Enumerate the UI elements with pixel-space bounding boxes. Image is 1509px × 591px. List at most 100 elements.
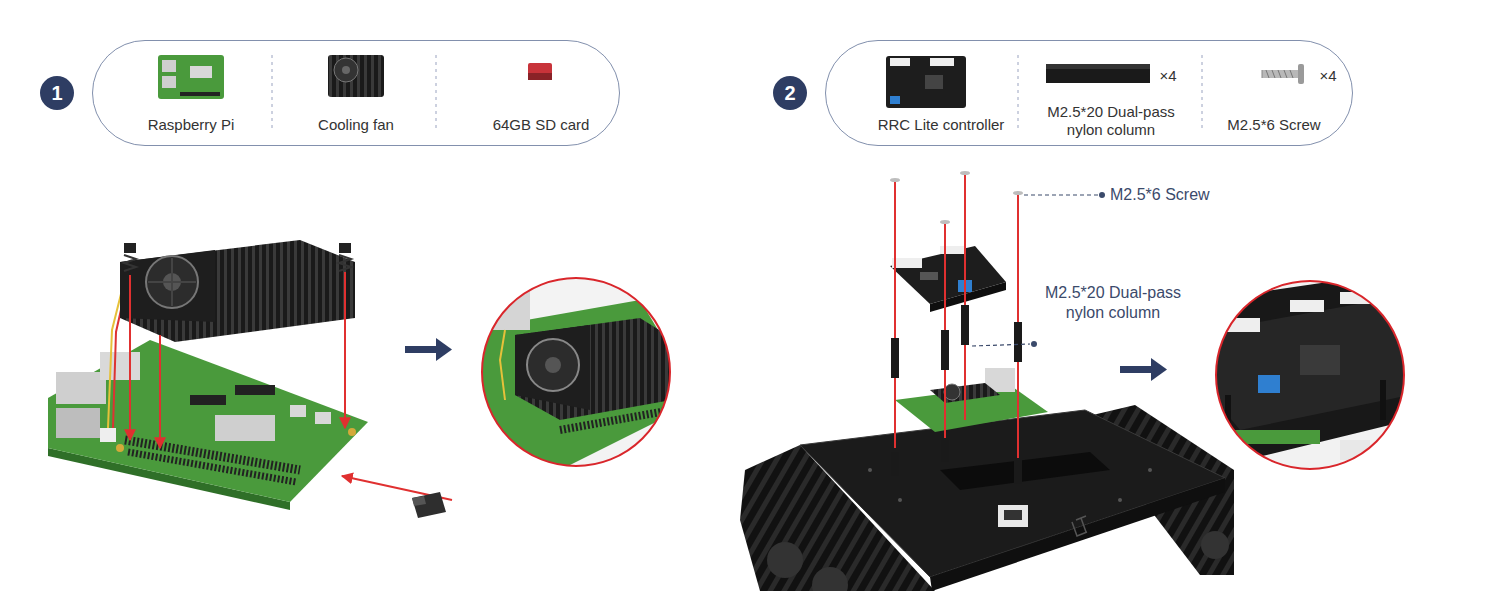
part-icons-step1 xyxy=(158,55,224,99)
part-icons-step1 xyxy=(180,92,220,96)
tank-chassis xyxy=(998,505,1028,527)
zoom-detail xyxy=(527,339,579,391)
cooling-fan xyxy=(339,243,351,253)
tank-chassis xyxy=(767,542,803,578)
tank-chassis xyxy=(1148,468,1152,472)
part-icons-step1 xyxy=(342,66,350,74)
next-arrow xyxy=(436,338,452,361)
raspberry-pi-board xyxy=(348,428,356,436)
tank-chassis xyxy=(1004,510,1022,520)
zoom-detail xyxy=(515,318,672,420)
part-icons-step2 xyxy=(925,75,943,89)
zoom-detail xyxy=(1205,270,1410,472)
raspberry-pi-board xyxy=(315,412,331,424)
part-icons-step1 xyxy=(334,58,358,82)
rrc-lite-controller xyxy=(920,272,938,280)
tank-chassis xyxy=(868,468,872,472)
step-number: 2 xyxy=(784,82,795,104)
nylon-columns xyxy=(941,440,949,462)
tank-chassis xyxy=(1072,516,1087,536)
part-icons-step2 xyxy=(1202,55,1203,130)
part-icons-step2 xyxy=(1046,64,1150,69)
zoom-detail xyxy=(1258,375,1280,393)
part-name: Raspberry Pi xyxy=(148,116,235,134)
callout-leaders xyxy=(972,192,1105,347)
quantity: ×4 xyxy=(1319,67,1336,85)
raspberry-pi-board xyxy=(128,452,296,482)
nylon-columns xyxy=(961,305,969,345)
part-icons-step1 xyxy=(528,63,552,80)
part-icons-step2 xyxy=(930,58,954,66)
mounting-lines xyxy=(964,175,966,420)
part-name: 64GB SD card xyxy=(493,116,590,134)
zoom-detail xyxy=(1380,380,1386,420)
sd-card xyxy=(412,492,446,518)
next-arrow xyxy=(1151,358,1167,381)
zoom-detail xyxy=(1205,270,1410,470)
zoom-detail xyxy=(470,276,700,470)
next-arrow xyxy=(405,346,437,353)
part-icons-step2 xyxy=(1262,70,1263,78)
assembly-arrows xyxy=(130,272,452,500)
zoom-detail xyxy=(482,278,670,466)
screws xyxy=(890,171,1023,224)
step-number: 1 xyxy=(51,82,62,104)
tank-chassis xyxy=(940,452,1110,490)
raspberry-pi-board xyxy=(215,415,275,441)
assembly-arrows xyxy=(129,275,131,440)
parts-list: RRC Lite controllerM2.5*20 Dual-pass nyl… xyxy=(825,40,1353,146)
nylon-columns xyxy=(1014,460,1022,484)
part-icons-step2 xyxy=(1298,64,1304,84)
part-icons-step1 xyxy=(328,55,384,97)
raspberry-pi-board xyxy=(290,405,306,417)
screws xyxy=(890,178,900,182)
tank-chassis xyxy=(1201,531,1229,559)
tank-chassis xyxy=(1118,498,1122,502)
zoom-detail xyxy=(470,276,700,470)
part-icons-step2 xyxy=(890,58,910,66)
rrc-lite-controller xyxy=(892,258,922,268)
zoom-detail xyxy=(560,410,672,430)
zoom-detail xyxy=(1220,318,1260,332)
callout-leaders xyxy=(1024,194,1098,195)
tank-chassis xyxy=(898,498,902,502)
raspberry-pi-board xyxy=(56,408,100,438)
part-icons-step1 xyxy=(190,66,212,78)
assembly-arrows xyxy=(159,335,161,448)
screws xyxy=(1013,191,1023,195)
cooling-fan xyxy=(124,255,136,271)
part-name: M2.5*20 Dual-pass nylon column xyxy=(1036,103,1186,139)
part-icons-step2 xyxy=(1046,64,1150,83)
tank-chassis xyxy=(740,405,1234,591)
raspberry-pi-board xyxy=(100,428,116,442)
cooling-fan xyxy=(120,250,215,322)
part-icons-step2 xyxy=(890,96,900,104)
zoom-detail xyxy=(500,330,505,400)
zoom-detail xyxy=(1216,281,1404,469)
part-icons-step2 xyxy=(1262,70,1298,78)
cooling-fan xyxy=(146,256,198,308)
nylon-columns xyxy=(891,452,899,476)
nylon-columns xyxy=(1014,322,1022,362)
screws xyxy=(960,171,970,175)
nylon-columns xyxy=(891,338,899,378)
part-name: M2.5*6 Screw xyxy=(1227,116,1320,134)
zoom-detail xyxy=(515,325,590,410)
part-icons-step2 xyxy=(1018,55,1019,130)
callout-label: M2.5*20 Dual-pass nylon column xyxy=(1026,283,1200,323)
next-arrow xyxy=(1120,366,1152,373)
rrc-lite-controller xyxy=(890,246,1006,304)
callout-leaders xyxy=(972,344,1030,346)
zoom-detail xyxy=(1215,300,1410,430)
part-icons-step1 xyxy=(436,55,437,130)
raspberry-pi-board xyxy=(48,340,368,502)
part-icons-step1 xyxy=(162,60,176,72)
assembly-arrows xyxy=(344,272,346,428)
mounting-lines xyxy=(894,180,896,448)
rrc-lite-controller xyxy=(940,246,966,254)
nylon-columns xyxy=(891,305,1022,484)
raspberry-pi-mounted xyxy=(944,384,960,400)
next-arrow xyxy=(405,338,452,361)
parts-list: Raspberry PiCooling fan64GB SD card xyxy=(92,40,620,146)
sd-card xyxy=(412,496,426,506)
